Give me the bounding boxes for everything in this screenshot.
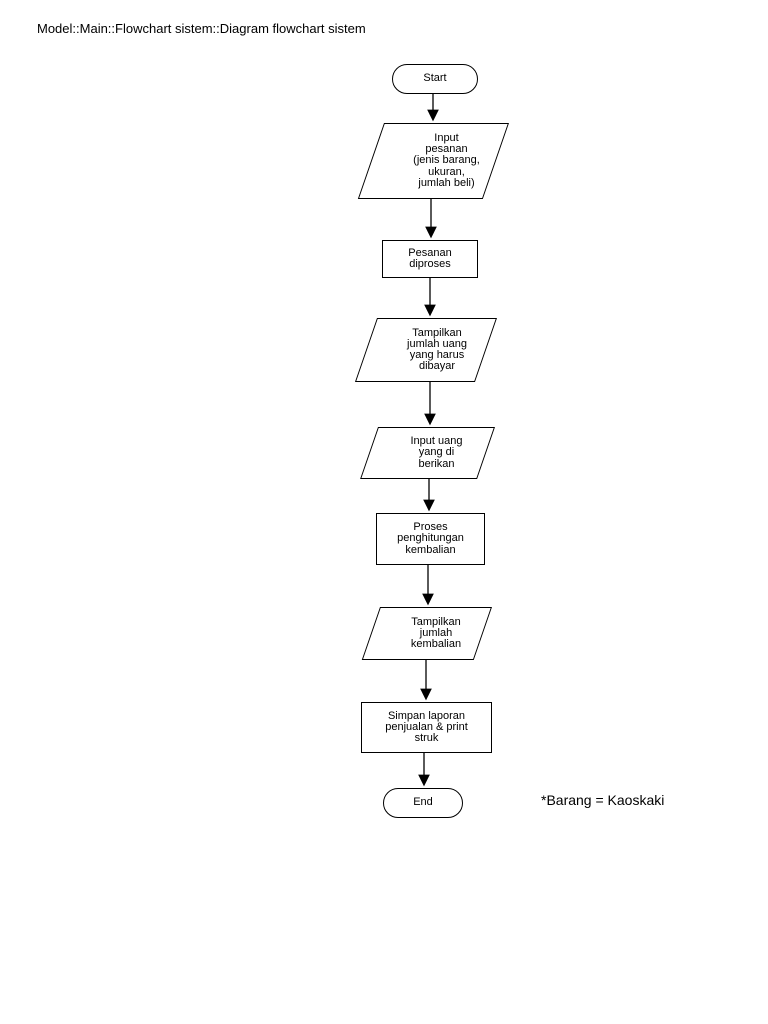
node-tampilkan-kembalian: Tampilkan jumlah kembalian bbox=[361, 607, 492, 660]
node-pesanan-diproses-label: Pesanan diproses bbox=[408, 246, 452, 270]
node-simpan-laporan-label: Simpan laporan penjualan & print struk bbox=[385, 709, 468, 745]
node-end: End bbox=[383, 788, 463, 818]
node-tampilkan-jumlah-uang-label: Tampilkan jumlah uang yang harus dibayar bbox=[407, 326, 467, 373]
node-input-pesanan: Input pesanan (jenis barang, ukuran, jum… bbox=[357, 123, 509, 199]
node-input-pesanan-label: Input pesanan (jenis barang, ukuran, jum… bbox=[413, 131, 480, 189]
node-proses-penghitungan-label: Proses penghitungan kembalian bbox=[397, 521, 464, 556]
node-pesanan-diproses: Pesanan diproses bbox=[382, 240, 478, 278]
note-text: *Barang = Kaoskaki bbox=[541, 792, 665, 808]
node-input-uang: Input uang yang di berikan bbox=[360, 427, 495, 479]
node-input-uang-label: Input uang yang di berikan bbox=[410, 435, 463, 470]
node-end-label: End bbox=[413, 796, 433, 809]
node-tampilkan-kembalian-label: Tampilkan jumlah kembalian bbox=[410, 615, 462, 651]
node-start-label: Start bbox=[423, 72, 447, 85]
node-simpan-laporan: Simpan laporan penjualan & print struk bbox=[361, 702, 492, 753]
node-start: Start bbox=[392, 64, 478, 94]
page-title: Model::Main::Flowchart sistem::Diagram f… bbox=[37, 21, 366, 36]
node-tampilkan-jumlah-uang: Tampilkan jumlah uang yang harus dibayar bbox=[354, 318, 497, 382]
node-proses-penghitungan: Proses penghitungan kembalian bbox=[376, 513, 485, 565]
